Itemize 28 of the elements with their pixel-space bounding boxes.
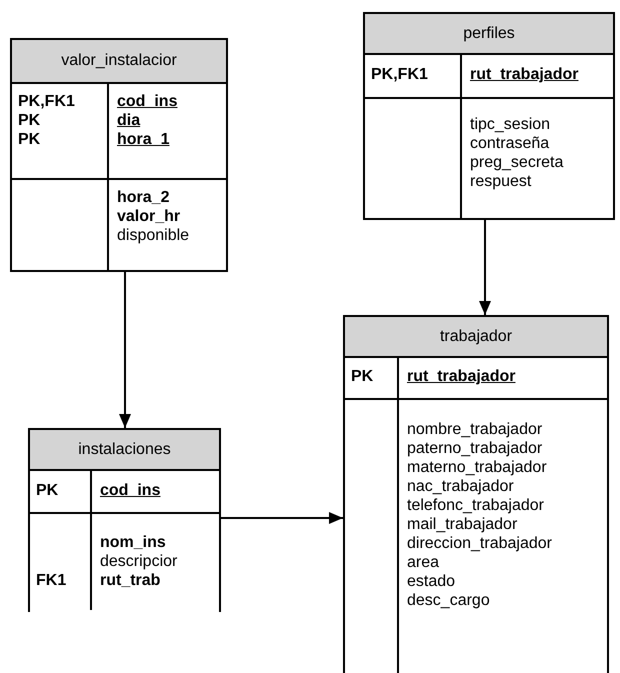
arrow bbox=[479, 220, 491, 315]
entity-table bbox=[363, 12, 615, 220]
entity-table bbox=[343, 315, 609, 673]
key-label: PK,FK1 bbox=[371, 65, 428, 84]
key-label: PK bbox=[36, 481, 58, 500]
table-section bbox=[345, 358, 607, 400]
arrow bbox=[221, 512, 343, 524]
table-name: instalaciones bbox=[78, 440, 171, 458]
field-list: rut_trabajador bbox=[407, 367, 516, 386]
arrow bbox=[119, 272, 131, 428]
field-list: hora_2 valor_hr disponible bbox=[117, 188, 190, 245]
table-name: valor_instalacior bbox=[61, 52, 177, 70]
table-section bbox=[365, 55, 613, 99]
field-list: nombre_trabajador paterno_trabajador materno_trabajador nac_trabajador telefonc_trabajador mail_trabajador direccion_trabajador area estado desc_cargo bbox=[407, 420, 552, 610]
table-section bbox=[12, 84, 226, 180]
field-list: cod_ins bbox=[100, 481, 160, 500]
key-label: FK1 bbox=[36, 571, 66, 590]
field-list: rut_trabajador bbox=[470, 65, 578, 84]
entity-table bbox=[28, 428, 221, 612]
table-name: trabajador bbox=[440, 328, 512, 346]
table-name: perfiles bbox=[463, 24, 515, 42]
field-list: nom_ins descripcior rut_trab bbox=[100, 533, 178, 590]
entity-table bbox=[10, 38, 228, 272]
table-section bbox=[30, 471, 219, 514]
field-list: tipc_sesion contraseña preg_secreta respuest bbox=[470, 115, 564, 191]
field-list: cod_ins dia hora_1 bbox=[117, 92, 178, 149]
key-label: PK,FK1 PK PK bbox=[18, 92, 75, 149]
key-label: PK bbox=[351, 367, 374, 386]
